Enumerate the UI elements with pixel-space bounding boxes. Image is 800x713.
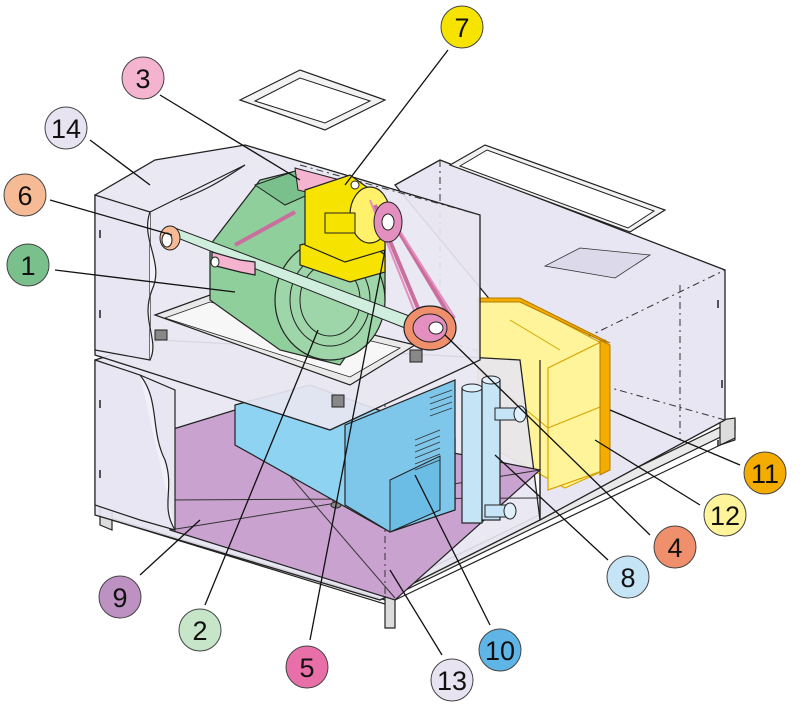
callout-12-leader [594, 439, 701, 506]
callout-3-leader [159, 94, 301, 181]
callout-10: 10 [478, 628, 522, 672]
callout-7: 7 [440, 5, 484, 49]
callout-4-label: 4 [667, 533, 682, 563]
callout-8-label: 8 [620, 563, 635, 593]
callout-6-label: 6 [17, 181, 32, 211]
motor-pulley [373, 201, 403, 243]
callout-11-circle [743, 451, 787, 495]
callout-2: 2 [178, 608, 222, 652]
callout-10-label: 10 [485, 636, 515, 666]
callout-14-circle [44, 106, 88, 150]
callout-13-circle [430, 658, 474, 702]
callout-12: 12 [703, 493, 747, 537]
callout-9-circle [98, 575, 142, 619]
callout-1-label: 1 [20, 251, 35, 281]
callout-7-label: 7 [454, 13, 469, 43]
v-belt [369, 199, 456, 326]
callout-7-leader [344, 49, 449, 186]
callout-1: 1 [6, 243, 50, 287]
callout-9-label: 9 [112, 583, 127, 613]
callout-11-label: 11 [751, 459, 779, 489]
callout-7-circle [440, 5, 484, 49]
leader-lines [49, 49, 741, 656]
callout-10-circle [478, 628, 522, 672]
callout-3: 3 [121, 56, 165, 100]
callout-9: 9 [98, 575, 142, 619]
callout-5-label: 5 [299, 653, 314, 683]
callout-12-circle [703, 493, 747, 537]
fan-pulley [403, 305, 457, 351]
callout-6-leader [49, 199, 173, 236]
callout-13-leader [389, 569, 443, 656]
callout-8: 8 [606, 555, 650, 599]
callout-6: 6 [3, 173, 47, 217]
callout-11: 11 [743, 451, 787, 495]
callout-3-label: 3 [135, 64, 150, 94]
callout-9-leader [139, 519, 201, 576]
callout-10-leader [414, 474, 491, 626]
callout-1-leader [54, 269, 236, 293]
callout-4: 4 [653, 525, 697, 569]
callout-11-leader [609, 409, 741, 466]
callout-13: 13 [430, 658, 474, 702]
callout-2-circle [178, 608, 222, 652]
callout-3-circle [121, 56, 165, 100]
callout-8-leader [494, 454, 609, 561]
callout-5-circle [285, 645, 329, 689]
callout-4-leader [444, 334, 651, 536]
callout-6-circle [3, 173, 47, 217]
callout-2-leader [204, 329, 319, 606]
callout-5: 5 [285, 645, 329, 689]
callout-14-leader [89, 139, 151, 186]
callout-2-label: 2 [192, 616, 207, 646]
callout-14: 14 [44, 106, 88, 150]
callout-13-label: 13 [437, 666, 467, 696]
callout-4-circle [653, 525, 697, 569]
callout-14-label: 14 [51, 114, 81, 144]
callout-5-leader [309, 249, 386, 641]
callout-12-label: 12 [710, 501, 740, 531]
callout-1-circle [6, 243, 50, 287]
callout-8-circle [606, 555, 650, 599]
